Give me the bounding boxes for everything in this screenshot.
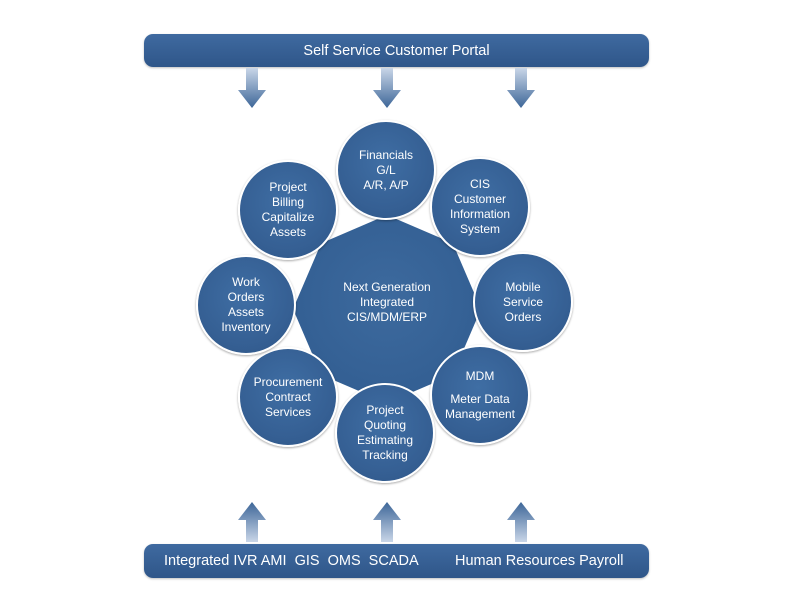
node-cis: CIS Customer Information System	[430, 157, 530, 257]
node-line: Assets	[269, 225, 306, 239]
node-line: Procurement	[253, 374, 323, 389]
up-arrow-icon	[238, 502, 266, 542]
node-project-quoting: Project Quoting Estimating Tracking	[335, 383, 435, 483]
node-line: Estimating	[356, 433, 414, 447]
node-line: Work	[232, 275, 260, 289]
central-hub-label: Next Generation Integrated CIS/MDM/ERP	[320, 280, 454, 325]
node-mobile-service-orders: Mobile Service Orders	[473, 252, 573, 352]
node-line: G/L	[376, 162, 396, 177]
up-arrow-icon	[507, 502, 535, 542]
self-service-portal-bar: Self Service Customer Portal	[144, 34, 649, 67]
node-line: Mobile	[505, 279, 541, 294]
node-line: MDM	[465, 368, 495, 383]
node-procurement: Procurement Contract Services	[238, 347, 338, 447]
integrated-systems-bar: Integrated IVR AMI GIS OMS SCADA Human R…	[144, 544, 649, 578]
node-line: Project	[366, 403, 404, 417]
down-arrow-icon	[507, 68, 535, 108]
down-arrow-icon	[373, 68, 401, 108]
node-mdm: MDM Meter Data Management	[430, 345, 530, 445]
node-line: Services	[264, 404, 311, 419]
node-line: CIS	[469, 177, 490, 191]
node-line: A/R, A/P	[363, 177, 409, 192]
hub-line: CIS/MDM/ERP	[346, 310, 427, 324]
up-arrow-icon	[373, 502, 401, 542]
node-line: Quoting	[363, 418, 407, 432]
node-line: Tracking	[362, 448, 408, 462]
node-line: Orders	[227, 290, 265, 304]
node-line: Orders	[504, 309, 542, 324]
node-line: Service	[502, 294, 543, 309]
node-line: Contract	[265, 389, 311, 404]
node-line: Customer	[453, 192, 506, 206]
hub-line: Integrated	[359, 295, 415, 309]
node-work-orders: Work Orders Assets Inventory	[196, 255, 296, 355]
node-line: Financials	[358, 147, 414, 162]
node-project-billing: Project Billing Capitalize Assets	[238, 160, 338, 260]
node-financials: Financials G/L A/R, A/P	[336, 120, 436, 220]
node-line: Assets	[227, 305, 264, 319]
node-line: Project	[269, 180, 307, 194]
node-line: Information	[449, 207, 511, 221]
node-line: System	[459, 222, 500, 236]
node-line: Management	[444, 406, 516, 421]
node-line: Billing	[271, 195, 304, 209]
integrated-systems-label: Integrated IVR AMI GIS OMS SCADA	[164, 553, 419, 569]
human-resources-label: Human Resources Payroll	[455, 553, 624, 569]
self-service-portal-label: Self Service Customer Portal	[303, 42, 490, 59]
node-line: Capitalize	[261, 210, 315, 224]
hub-line: Next Generation	[343, 280, 431, 294]
node-line: Meter Data	[450, 391, 510, 406]
down-arrow-icon	[238, 68, 266, 108]
node-line: Inventory	[221, 320, 271, 334]
